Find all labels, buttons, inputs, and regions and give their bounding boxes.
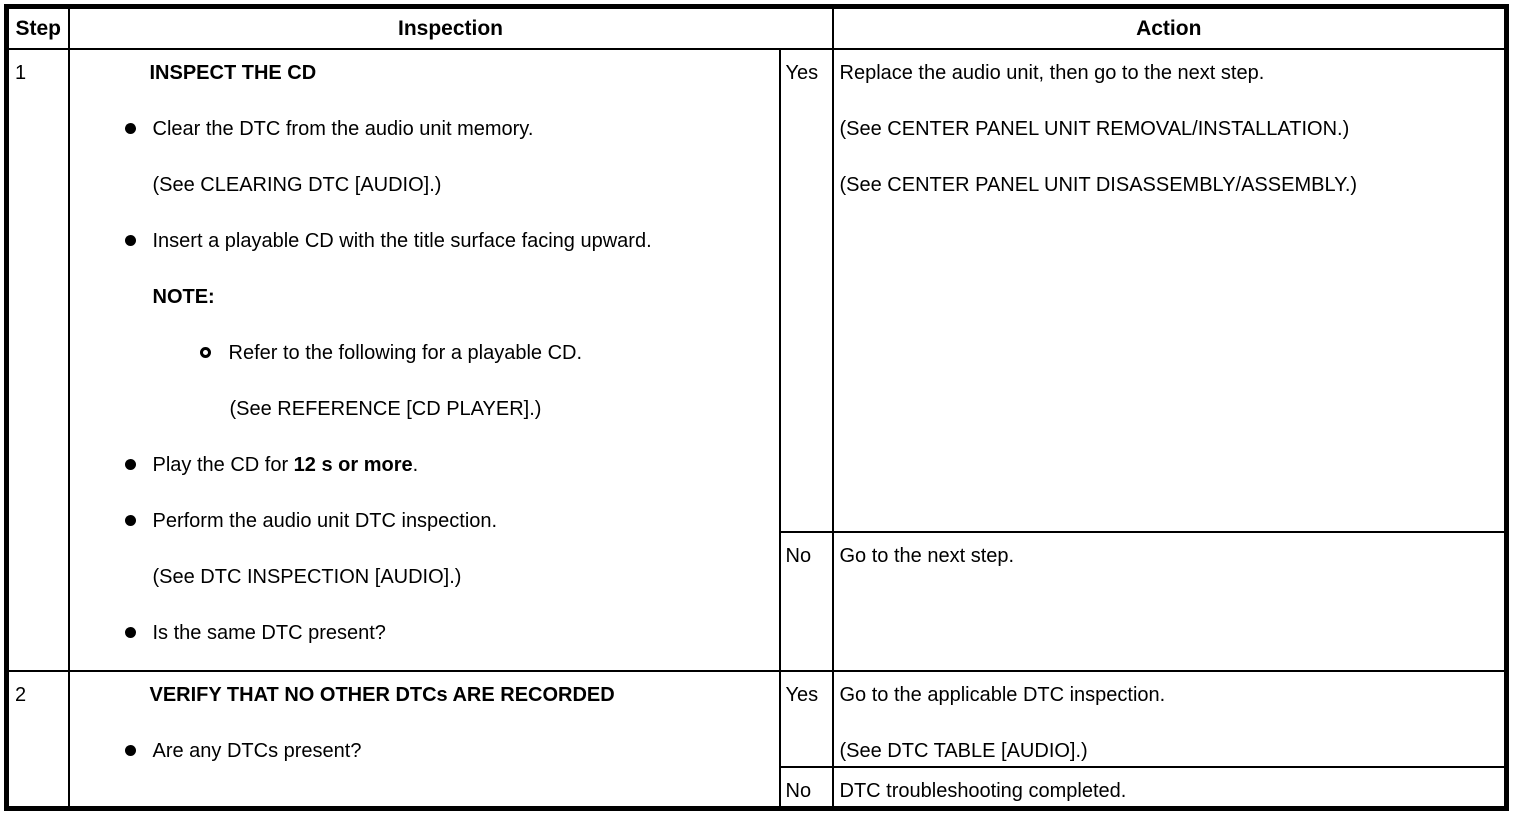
list-item-text: Is the same DTC present? xyxy=(152,622,386,644)
see-reference: (See CLEARING DTC [AUDIO].) xyxy=(152,174,442,196)
list-item-text: Insert a playable CD with the title surf… xyxy=(152,230,652,252)
text-normal: . xyxy=(412,454,419,476)
table-row: No DTC troubleshooting completed. xyxy=(7,766,1508,810)
step-number-cell: 1 xyxy=(5,48,70,672)
sub-list-item-text: Refer to the following for a playable CD… xyxy=(228,342,583,364)
no-label-cell: No xyxy=(778,766,834,810)
list-item: Insert a playable CD with the title surf… xyxy=(70,227,773,256)
table-row: 1 INSPECT THE CD Clear the DTC from the … xyxy=(5,48,1508,672)
inspection-title: VERIFY THAT NO OTHER DTCs ARE RECORDED xyxy=(149,684,615,706)
step-number: 1 xyxy=(15,62,27,84)
note-label: NOTE: xyxy=(152,286,215,308)
list-item: Play the CD for 12 s or more. xyxy=(70,451,773,480)
list-item: Perform the audio unit DTC inspection. xyxy=(70,507,773,536)
sub-list-item: Refer to the following for a playable CD… xyxy=(70,339,773,368)
see-reference: (See REFERENCE [CD PLAYER].) xyxy=(229,398,542,420)
bullet-icon xyxy=(124,515,136,526)
inspection-column-header: Inspection xyxy=(67,5,834,50)
bullet-icon xyxy=(124,627,136,638)
list-item: Are any DTCs present? xyxy=(70,737,773,766)
list-item-text: Are any DTCs present? xyxy=(152,740,362,762)
text-bold: 12 s or more xyxy=(293,454,413,476)
inspection-title: INSPECT THE CD xyxy=(149,62,317,84)
bullet-icon xyxy=(124,123,136,134)
bullet-icon xyxy=(124,745,136,756)
text-normal: Play the CD for xyxy=(152,454,294,476)
see-reference: (See DTC TABLE [AUDIO].) xyxy=(839,740,1088,762)
table-row: No Go to the next step. xyxy=(7,531,1508,672)
table-header-row: Step Inspection Action xyxy=(5,5,1508,50)
action-line: DTC troubleshooting completed. xyxy=(839,780,1127,802)
see-reference: (See CENTER PANEL UNIT DISASSEMBLY/ASSEM… xyxy=(839,174,1358,196)
inspection-cell: INSPECT THE CD Clear the DTC from the au… xyxy=(67,48,781,672)
inspection-cell: VERIFY THAT NO OTHER DTCs ARE RECORDED A… xyxy=(67,670,781,810)
step-number: 2 xyxy=(15,684,27,706)
action-cell: Go to the applicable DTC inspection. (Se… xyxy=(831,670,1508,768)
list-item-text: Play the CD for 12 s or more. xyxy=(153,451,419,480)
troubleshooting-table: Step Inspection Action 1 INSPECT THE CD … xyxy=(4,4,1509,811)
no-label-cell: No xyxy=(778,531,834,672)
list-item: Is the same DTC present? xyxy=(70,619,773,648)
list-item-text: Clear the DTC from the audio unit memory… xyxy=(152,118,534,140)
list-item: Clear the DTC from the audio unit memory… xyxy=(70,115,773,144)
action-cell: Replace the audio unit, then go to the n… xyxy=(831,48,1508,533)
action-line: Replace the audio unit, then go to the n… xyxy=(839,62,1265,84)
action-line: Go to the applicable DTC inspection. xyxy=(839,684,1166,706)
see-reference: (See DTC INSPECTION [AUDIO].) xyxy=(152,566,462,588)
step-column-header: Step xyxy=(5,5,70,50)
table-row: 2 VERIFY THAT NO OTHER DTCs ARE RECORDED… xyxy=(5,670,1508,810)
circle-bullet-icon xyxy=(199,347,211,358)
action-column-header: Action xyxy=(831,5,1508,50)
bullet-icon xyxy=(124,235,136,246)
bullet-icon xyxy=(124,459,136,470)
yes-label-cell: Yes xyxy=(778,48,834,533)
step-number-cell: 2 xyxy=(5,670,70,810)
yes-label-cell: Yes xyxy=(778,670,834,768)
action-cell: Go to the next step. xyxy=(831,531,1508,672)
action-cell: DTC troubleshooting completed. xyxy=(831,766,1508,810)
see-reference: (See CENTER PANEL UNIT REMOVAL/INSTALLAT… xyxy=(839,118,1350,140)
action-line: Go to the next step. xyxy=(839,545,1015,567)
list-item-text: Perform the audio unit DTC inspection. xyxy=(152,510,498,532)
